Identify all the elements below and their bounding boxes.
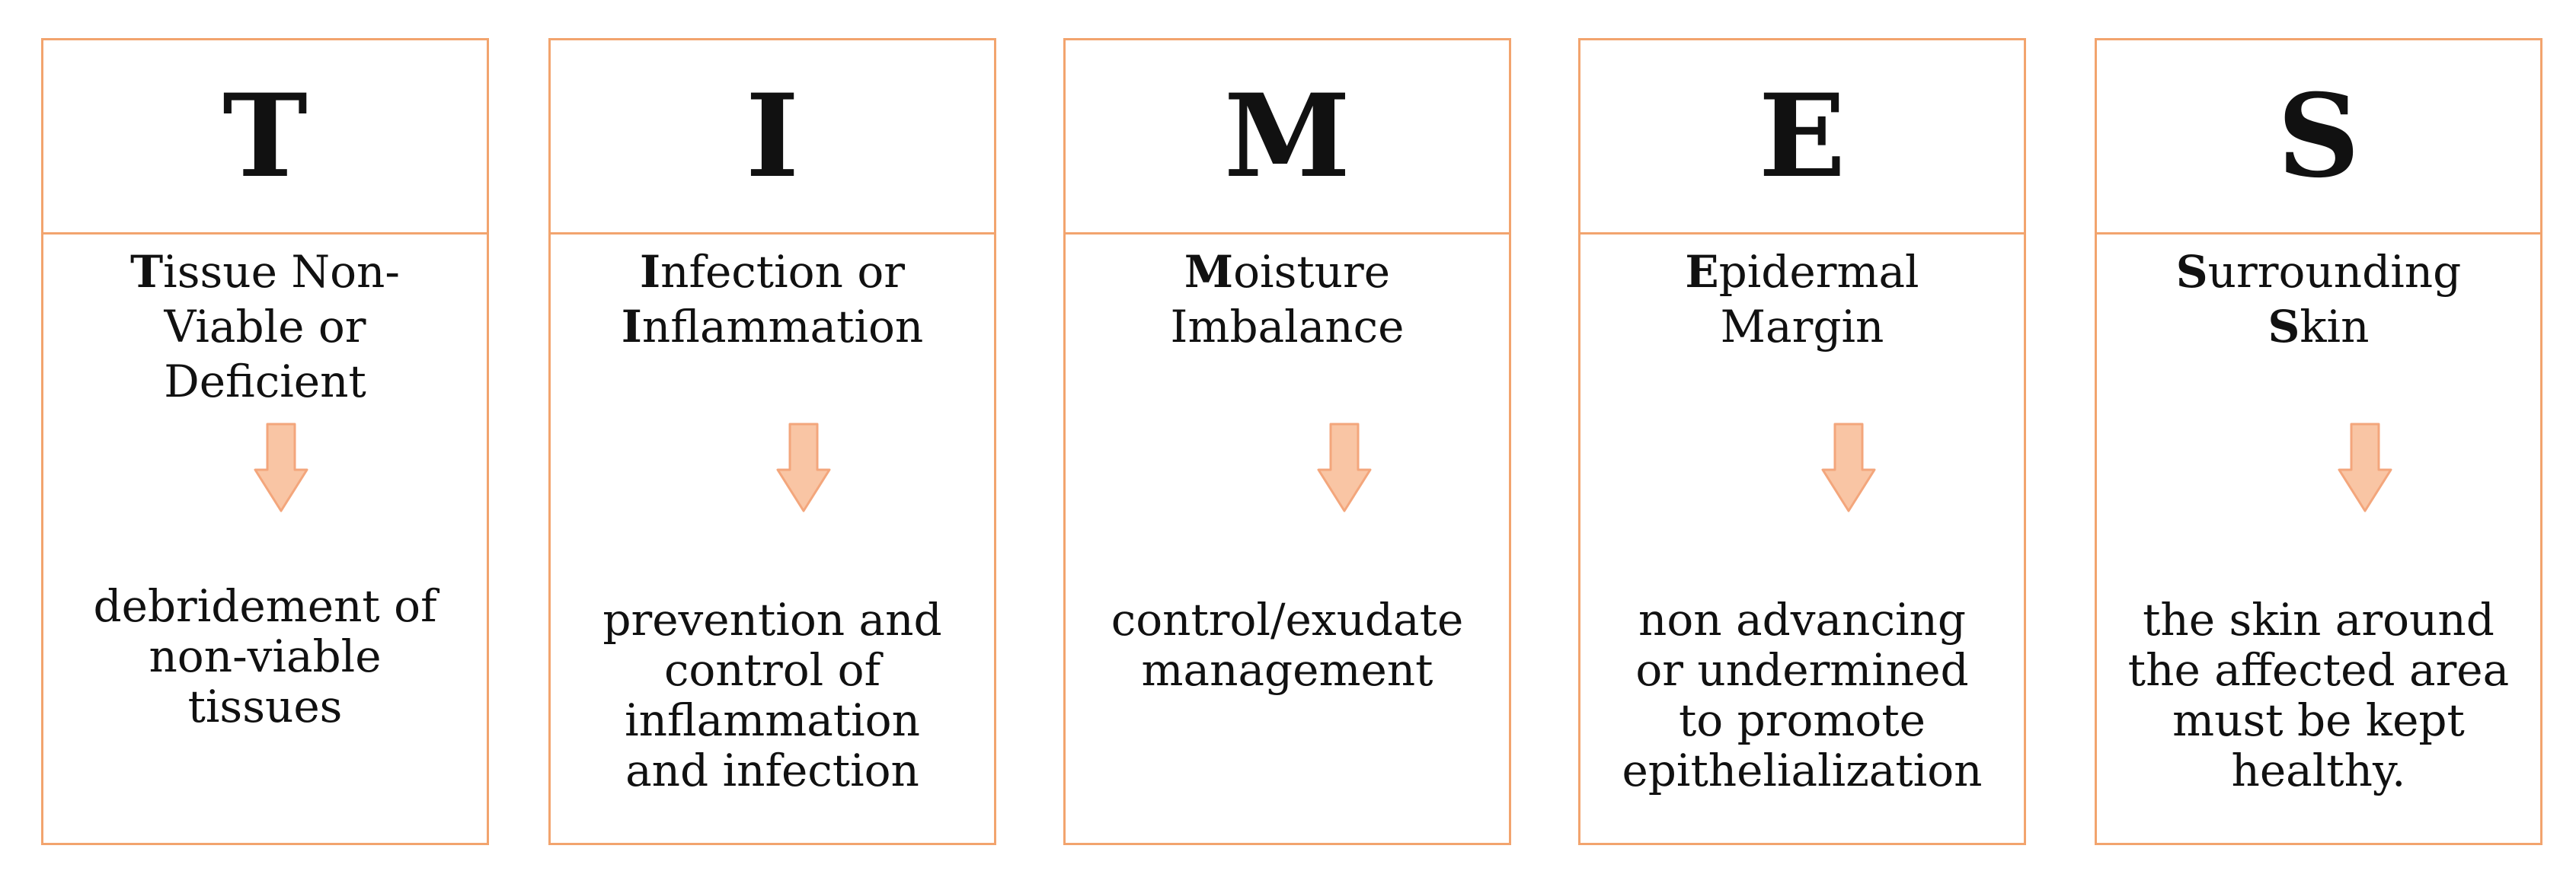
term-rest: nfection or: [660, 246, 905, 298]
term-rest: nflammation: [641, 301, 924, 353]
description-line: to promote: [1679, 694, 1926, 746]
term-line: Epidermal: [1588, 244, 2016, 299]
term-line: Viable or: [51, 299, 479, 354]
term-rest: kin: [2300, 301, 2370, 353]
term-rest: Viable or: [164, 301, 366, 353]
term-initial: S: [2268, 301, 2300, 353]
description-line: must be kept: [2172, 694, 2465, 746]
description-line: healthy.: [2231, 745, 2406, 796]
column-e: E Epidermal Margin non advancing or unde…: [1578, 38, 2026, 845]
letter-header: I: [551, 40, 994, 235]
description-line: the affected area: [2127, 644, 2510, 696]
term-initial: I: [621, 301, 642, 353]
acronym-letter: M: [1223, 69, 1351, 203]
term-label: Surrounding Skin: [2105, 244, 2533, 354]
term-rest: Margin: [1720, 301, 1884, 353]
description-line: non advancing: [1638, 594, 1966, 646]
letter-header: E: [1580, 40, 2024, 235]
acronym-letter: E: [1758, 69, 1846, 203]
term-rest: pidermal: [1718, 246, 1919, 298]
term-line: Imbalance: [1073, 299, 1501, 354]
description-line: prevention and: [602, 594, 942, 646]
description-line: or undermined: [1635, 644, 1969, 696]
term-initial: E: [1685, 246, 1719, 298]
term-rest: urrounding: [2207, 246, 2462, 298]
description-line: epithelialization: [1622, 745, 1983, 796]
description-line: and infection: [625, 745, 919, 796]
term-label: Moisture Imbalance: [1073, 244, 1501, 354]
description-line: control/exudate: [1111, 594, 1464, 646]
letter-header: T: [43, 40, 487, 235]
term-line: Infection or: [558, 244, 986, 299]
description: debridement of non-viable tissues: [51, 581, 479, 732]
description-line: debridement of: [93, 580, 437, 632]
acronym-letter: I: [745, 69, 800, 203]
description-line: control of: [663, 644, 881, 696]
description-line: non-viable: [149, 630, 382, 682]
letter-header: M: [1066, 40, 1509, 235]
column-m: M Moisture Imbalance control/exudate man…: [1063, 38, 1511, 845]
term-line: Surrounding: [2105, 244, 2533, 299]
down-arrow-icon: [1317, 423, 1372, 514]
acronym-letter: S: [2277, 69, 2360, 203]
term-rest: oisture: [1233, 246, 1391, 298]
down-arrow-icon: [776, 423, 831, 514]
column-s: S Surrounding Skin the skin around the a…: [2095, 38, 2542, 845]
description: the skin around the affected area must b…: [2105, 595, 2533, 796]
term-initial: S: [2175, 246, 2208, 298]
description: non advancing or undermined to promote e…: [1588, 595, 2016, 796]
down-arrow-icon: [254, 423, 308, 514]
down-arrow-icon: [2338, 423, 2392, 514]
term-initial: T: [130, 246, 164, 298]
column-t: T Tissue Non- Viable or Deficient debrid…: [41, 38, 489, 845]
term-line: Tissue Non-: [51, 244, 479, 299]
description-line: management: [1141, 644, 1433, 696]
description-line: inflammation: [625, 694, 920, 746]
description: control/exudate management: [1073, 595, 1501, 695]
term-initial: I: [640, 246, 661, 298]
description: prevention and control of inflammation a…: [558, 595, 986, 796]
description-line: the skin around: [2143, 594, 2495, 646]
term-rest: issue Non-: [163, 246, 400, 298]
term-line: Margin: [1588, 299, 2016, 354]
letter-header: S: [2097, 40, 2540, 235]
description-line: tissues: [187, 681, 343, 732]
term-line: Skin: [2105, 299, 2533, 354]
down-arrow-icon: [1821, 423, 1876, 514]
term-line: Deficient: [51, 354, 479, 409]
term-rest: Deficient: [164, 356, 366, 407]
term-label: Epidermal Margin: [1588, 244, 2016, 354]
column-i: I Infection or Inflammation prevention a…: [548, 38, 996, 845]
term-initial: M: [1184, 246, 1234, 298]
term-label: Tissue Non- Viable or Deficient: [51, 244, 479, 409]
acronym-letter: T: [222, 69, 308, 203]
term-label: Infection or Inflammation: [558, 244, 986, 354]
term-rest: Imbalance: [1170, 301, 1405, 353]
term-line: Moisture: [1073, 244, 1501, 299]
term-line: Inflammation: [558, 299, 986, 354]
